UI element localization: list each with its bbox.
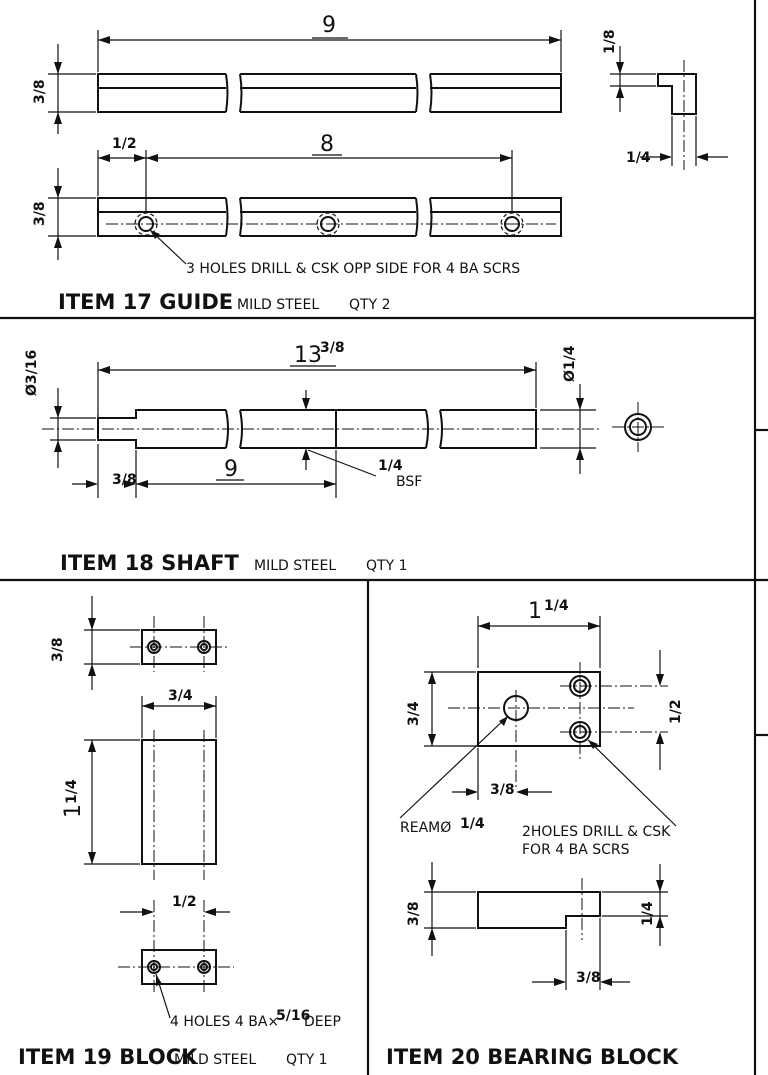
block-qty: QTY 1 <box>286 1052 327 1068</box>
bearing-width-whole: 1 <box>528 599 542 624</box>
guide-hole-3 <box>500 212 524 236</box>
block-title: ITEM 19 BLOCK <box>18 1045 198 1069</box>
block-material: MILD STEEL <box>174 1052 256 1068</box>
bearing-holes-note-1: 2HOLES DRILL & CSK <box>522 824 671 840</box>
block-hole-spacing-dim: 1/2 <box>172 894 197 910</box>
shaft-side-view <box>42 404 600 454</box>
bearing-ream-frac: 1/4 <box>460 816 485 832</box>
guide-title: ITEM 17 GUIDE <box>58 290 233 314</box>
shaft-thread-len: 9 <box>224 457 238 482</box>
block-width-dim: 3/4 <box>168 688 193 704</box>
shaft-end-view <box>612 402 664 452</box>
block-top-view <box>130 616 228 672</box>
bearing-ream-label: REAMØ <box>400 820 451 836</box>
block-holes-note-prefix: 4 HOLES 4 BA× <box>170 1014 279 1030</box>
bearing-title: ITEM 20 BEARING BLOCK <box>386 1045 679 1069</box>
guide-top-view <box>97 70 562 116</box>
block-length-frac: 1/4 <box>64 779 80 804</box>
bearing-side-view <box>477 878 601 940</box>
shaft-dia-left: Ø3/16 <box>24 350 40 396</box>
block-holes-note-suffix: DEEP <box>304 1014 341 1030</box>
shaft-material: MILD STEEL <box>254 558 336 574</box>
shaft-thread-type: BSF <box>396 474 422 490</box>
guide-offset-dim: 1/2 <box>112 136 137 152</box>
item17-guide: 9 3/8 <box>32 13 728 314</box>
item19-block: 3/8 3/4 1 1/4 1/2 <box>18 596 341 1069</box>
guide-holes-note: 3 HOLES DRILL & CSK OPP SIDE FOR 4 BA SC… <box>186 261 520 277</box>
bearing-width-frac: 1/4 <box>544 598 569 614</box>
bearing-ream-offset-dim: 3/8 <box>490 782 515 798</box>
guide-hole-2 <box>316 212 340 236</box>
guide-bottom-view <box>97 194 562 240</box>
shaft-thread-size: 1/4 <box>378 458 403 474</box>
shaft-qty: QTY 1 <box>366 558 407 574</box>
guide-length-dim: 9 <box>322 13 336 38</box>
bearing-holes-note-2: FOR 4 BA SCRS <box>522 842 630 858</box>
guide-end-side-dim: 1/4 <box>626 150 651 166</box>
guide-hole-1 <box>134 212 158 236</box>
guide-height-top-dim: 3/8 <box>32 79 48 104</box>
shaft-length-frac: 3/8 <box>320 340 345 356</box>
item20-bearing-block: 1 1/4 3/4 1/2 3/8 <box>386 598 684 1069</box>
bearing-step-dim: 1/4 <box>640 901 656 926</box>
guide-material: MILD STEEL <box>237 297 319 313</box>
shaft-title: ITEM 18 SHAFT <box>60 551 240 575</box>
bearing-height-dim: 3/4 <box>406 701 422 726</box>
guide-spacing-dim: 8 <box>320 132 334 157</box>
guide-qty: QTY 2 <box>349 297 390 313</box>
guide-end-top-dim: 1/8 <box>602 29 618 54</box>
bearing-side-thick-dim: 3/8 <box>406 901 422 926</box>
block-length-whole: 1 <box>61 804 86 818</box>
guide-height-bottom-dim: 3/8 <box>32 201 48 226</box>
shaft-length-whole: 13 <box>294 343 322 368</box>
bearing-step-len-dim: 3/8 <box>576 970 601 986</box>
shaft-end-dim: 3/8 <box>112 472 137 488</box>
bearing-front-view <box>448 662 668 790</box>
block-thick-dim: 3/8 <box>50 637 66 662</box>
block-holes-note-frac: 5/16 <box>276 1008 310 1024</box>
item18-shaft: 13 3/8 Ø3/16 Ø1/4 1/4 BSF 9 3/8 <box>24 340 664 575</box>
block-bottom-view <box>118 900 234 992</box>
shaft-dia-right: Ø1/4 <box>562 345 578 382</box>
bearing-hole-spacing-dim: 1/2 <box>668 699 684 724</box>
block-front-view <box>141 730 217 880</box>
guide-end-view <box>657 60 697 170</box>
